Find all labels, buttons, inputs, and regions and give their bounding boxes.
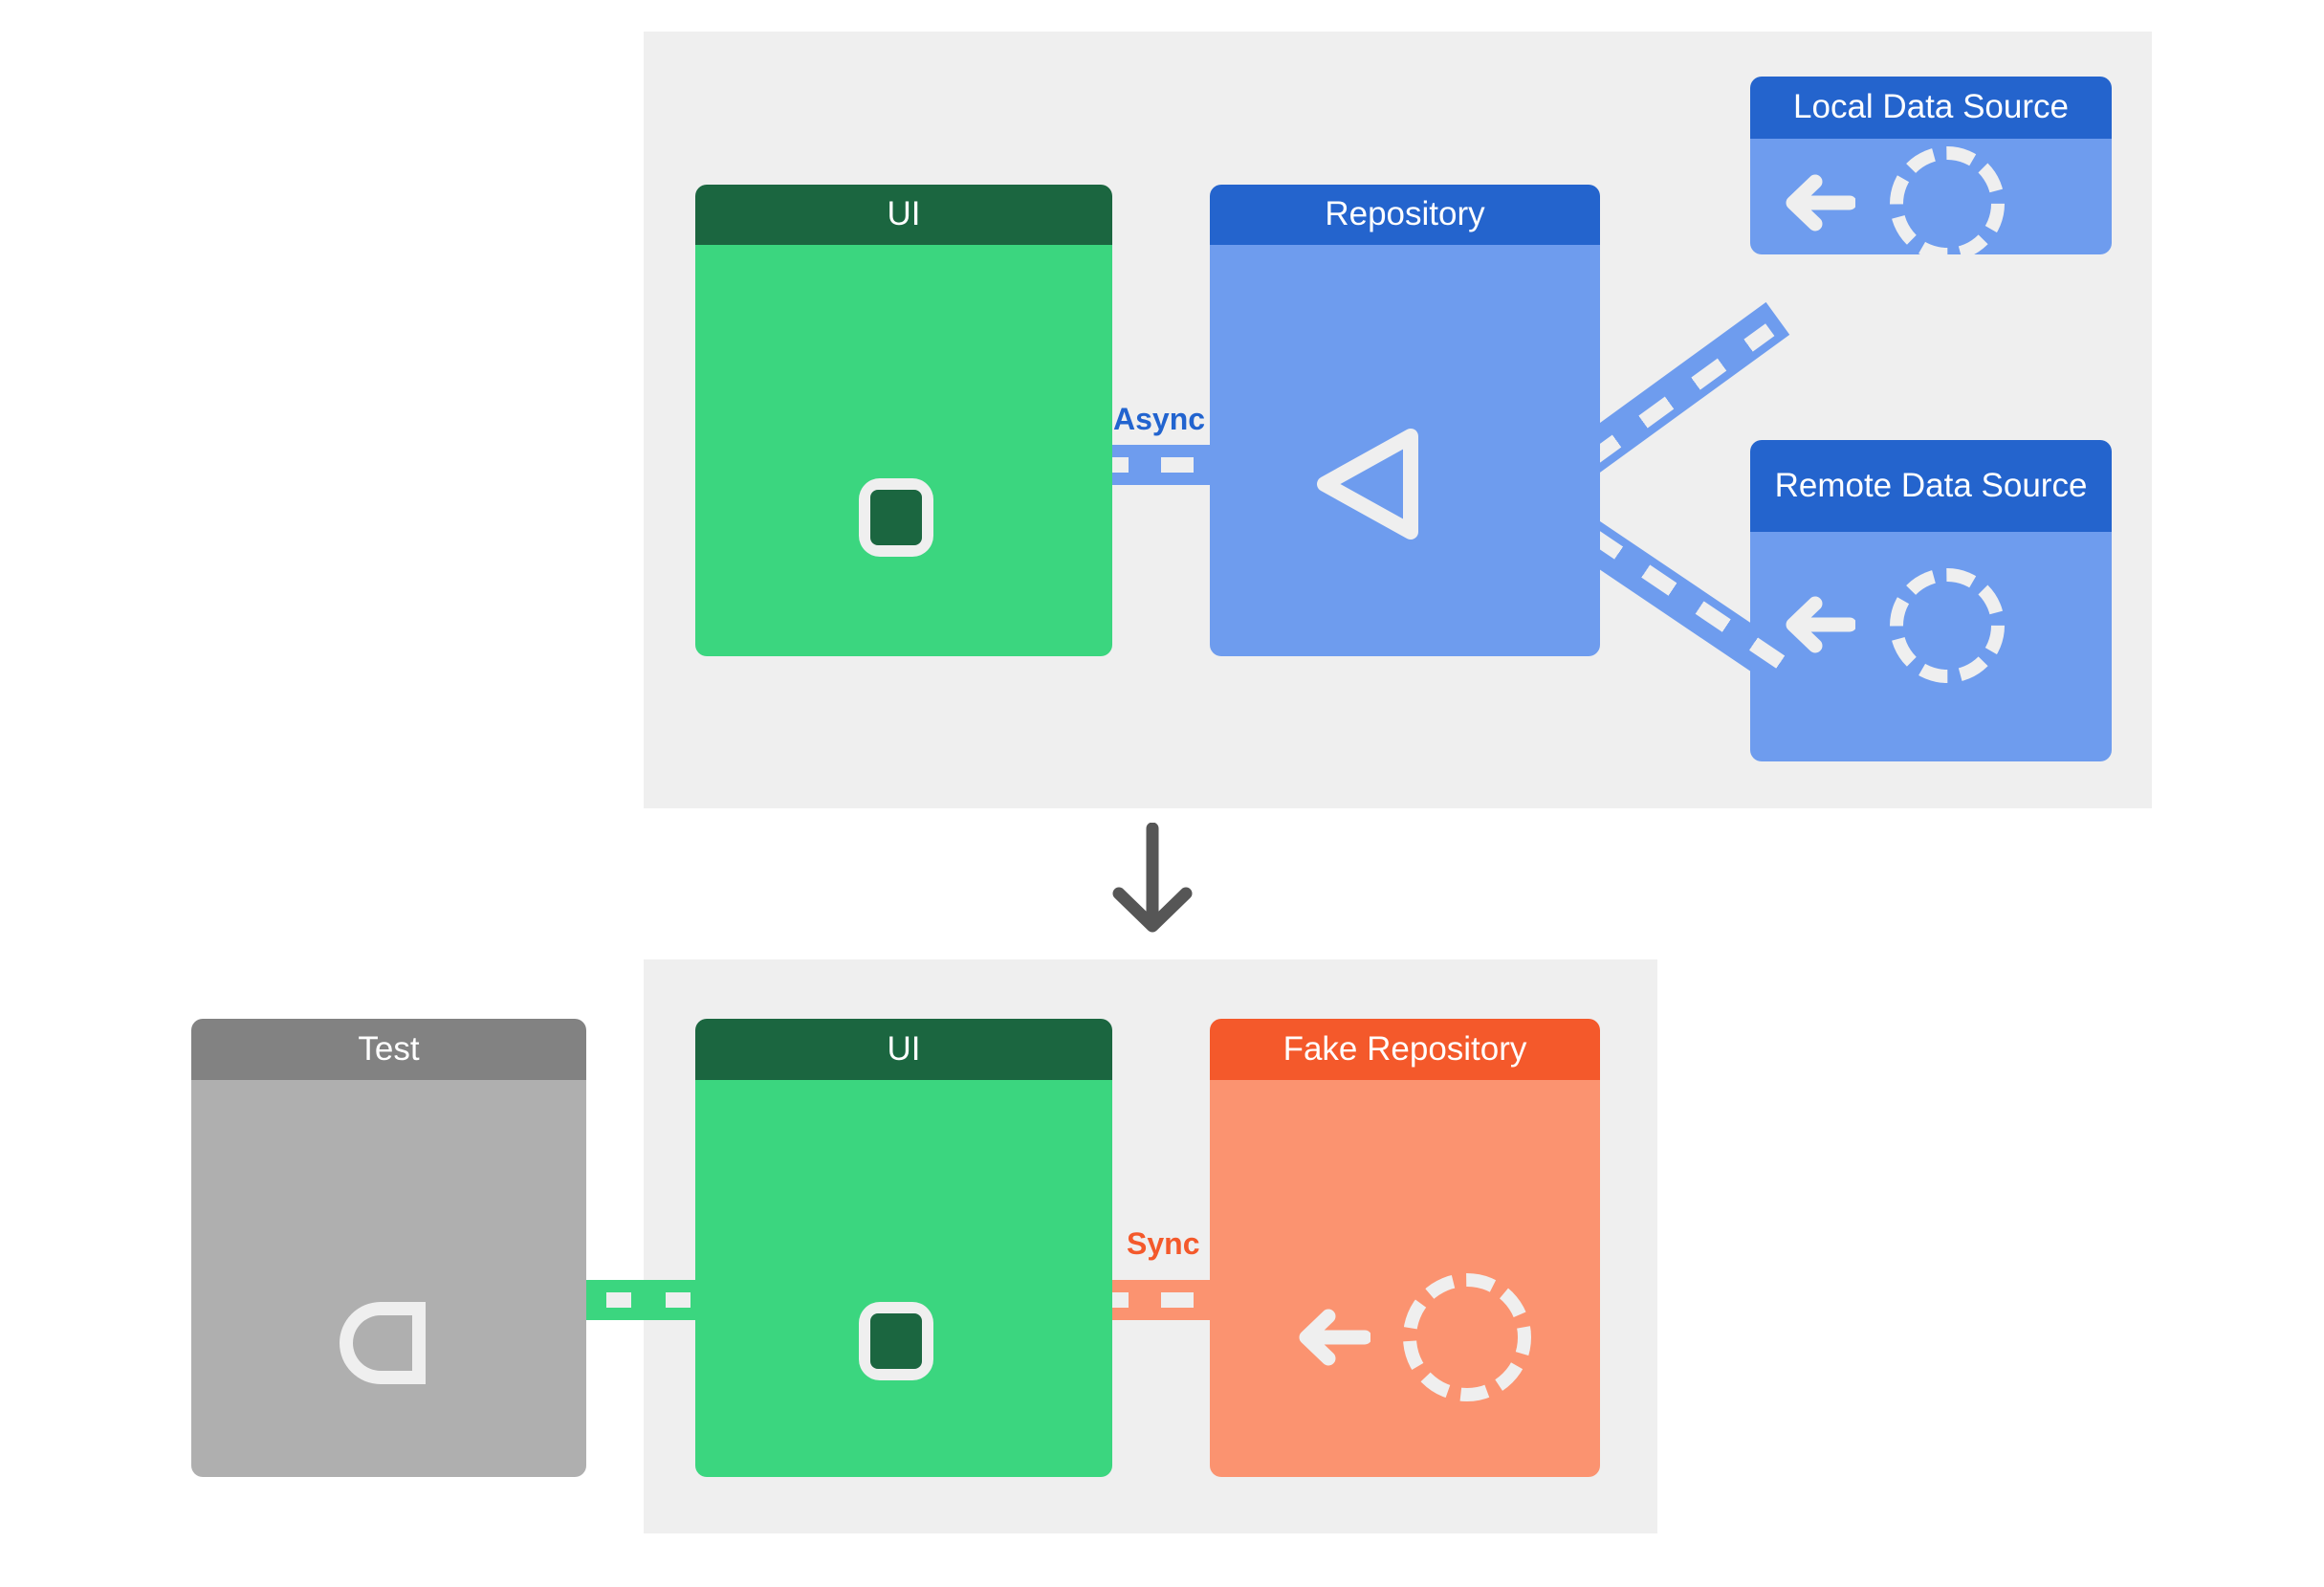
square-plug-icon [859, 1302, 933, 1380]
fake-repository-box[interactable]: Fake Repository [1210, 1019, 1600, 1477]
ui-body [695, 245, 1112, 656]
d-socket-icon [340, 1302, 426, 1384]
async-edge-label: Async [1113, 402, 1206, 436]
local-data-source-title: Local Data Source [1750, 77, 2112, 139]
repository-title: Repository [1210, 185, 1600, 245]
remote-data-source-title: Remote Data Source [1750, 440, 2112, 532]
ui-title: UI [695, 185, 1112, 245]
fake-repository-title: Fake Repository [1210, 1019, 1600, 1080]
test-title: Test [191, 1019, 586, 1080]
dashed-circle-icon [1890, 146, 2005, 254]
square-plug-icon [859, 478, 933, 557]
ui-box-test[interactable]: UI [695, 1019, 1112, 1477]
test-body [191, 1080, 586, 1477]
local-data-source-box[interactable]: Local Data Source [1750, 77, 2112, 254]
triangle-left-icon [1317, 429, 1418, 540]
arrow-left-icon [1299, 1309, 1370, 1366]
ui-title-bottom: UI [695, 1019, 1112, 1080]
arrow-left-icon [1786, 174, 1855, 231]
ui-box-production[interactable]: UI [695, 185, 1112, 656]
remote-data-source-box[interactable]: Remote Data Source [1750, 440, 2112, 761]
ui-body-bottom [695, 1080, 1112, 1477]
dashed-circle-icon [1890, 568, 2005, 683]
arrow-left-icon [1786, 596, 1855, 653]
repository-box[interactable]: Repository [1210, 185, 1600, 656]
fake-repository-body [1210, 1080, 1600, 1477]
sync-edge-label: Sync [1127, 1226, 1200, 1261]
repository-body [1210, 245, 1600, 656]
remote-data-source-body [1750, 532, 2112, 761]
test-box[interactable]: Test [191, 1019, 586, 1477]
dashed-circle-icon [1403, 1273, 1531, 1401]
down-arrow-icon [1112, 823, 1193, 933]
local-data-source-body [1750, 139, 2112, 254]
